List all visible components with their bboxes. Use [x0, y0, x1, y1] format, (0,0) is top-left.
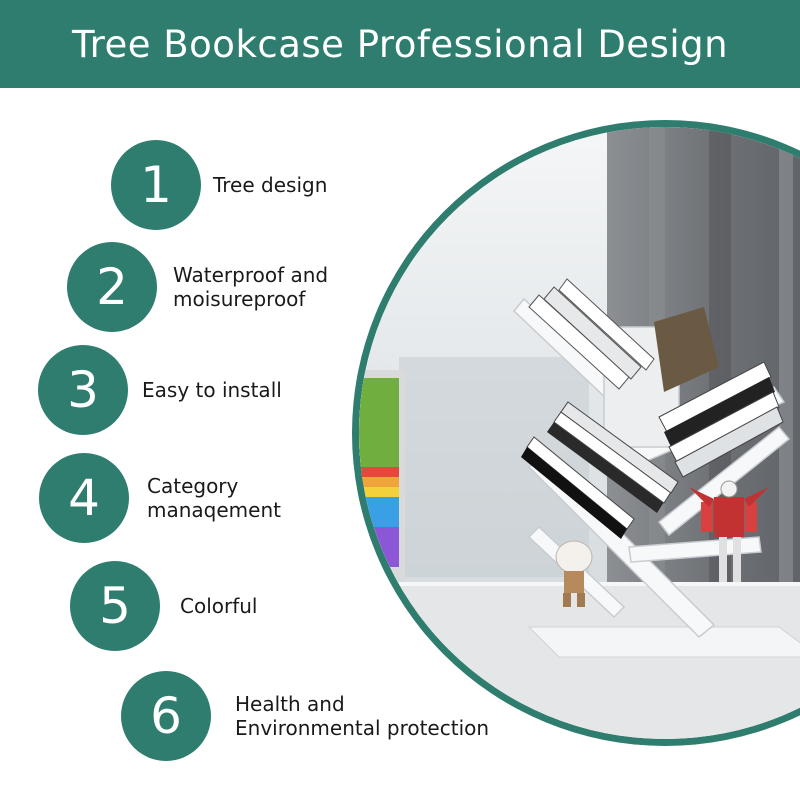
- feature-3: 3 Easy to install: [38, 345, 282, 435]
- feature-label: Easy to install: [142, 378, 282, 402]
- feature-label: Category manaqement: [147, 474, 281, 522]
- feature-label: Tree design: [213, 173, 328, 197]
- product-photo-frame: [352, 120, 800, 746]
- feature-label: Waterproof and moisureproof: [173, 263, 329, 311]
- feature-number-badge: 6: [121, 671, 211, 761]
- feature-6: 6 Health and Environmental protection: [121, 671, 489, 761]
- robot-figure: [689, 480, 769, 582]
- feature-number-badge: 2: [67, 242, 157, 332]
- books-middle: [521, 401, 679, 539]
- feature-number-badge: 3: [38, 345, 128, 435]
- feature-2: 2 Waterproof and moisureproof: [67, 242, 328, 332]
- feature-label: Colorful: [180, 594, 258, 618]
- title-banner: Tree Bookcase Professional Design: [0, 0, 800, 88]
- bookcase-illustration: [359, 127, 800, 739]
- feature-1: 1 Tree design: [111, 140, 327, 230]
- feature-number-badge: 4: [39, 453, 129, 543]
- product-photo: [359, 127, 800, 739]
- feature-4: 4 Category manaqement: [39, 453, 281, 543]
- feature-5: 5 Colorful: [70, 561, 258, 651]
- skull-figure: [555, 540, 593, 607]
- feature-number-badge: 1: [111, 140, 201, 230]
- feature-label: Health and Environmental protection: [235, 692, 490, 740]
- laptop: [359, 370, 405, 582]
- page-title: Tree Bookcase Professional Design: [71, 22, 729, 66]
- feature-number-badge: 5: [70, 561, 160, 651]
- books-top: [528, 278, 784, 478]
